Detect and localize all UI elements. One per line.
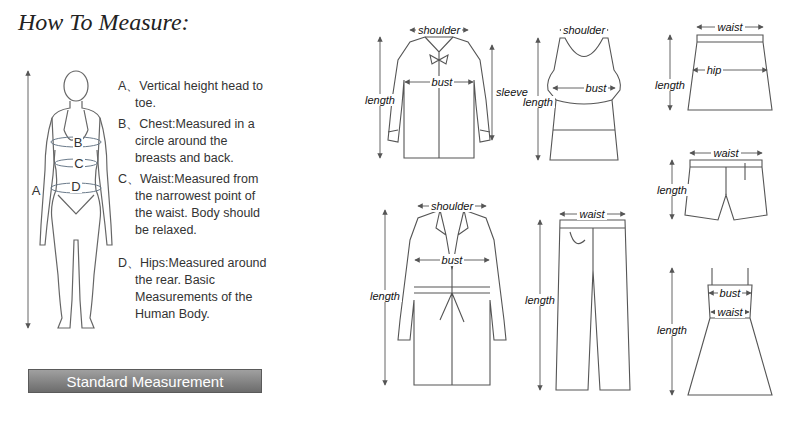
measure-note: A、Vertical height head to toe. xyxy=(118,78,268,112)
tank-drawing xyxy=(538,30,620,160)
page-title: How To Measure: xyxy=(18,8,190,36)
dimension-label: length xyxy=(523,294,557,306)
coat-drawing xyxy=(398,210,506,385)
measure-note: C、Waist:Measured from the narrowest poin… xyxy=(118,171,268,239)
dimension-label: waist xyxy=(711,147,740,159)
body-figure xyxy=(97,118,112,245)
dimension-label: bust xyxy=(584,82,609,94)
dimension-label: shoulder xyxy=(561,24,607,36)
figure-letter: D xyxy=(70,180,81,193)
body-figure xyxy=(58,195,94,214)
dimension-label: shoulder xyxy=(429,200,475,212)
shorts-drawing xyxy=(685,160,767,220)
skirt-drawing xyxy=(688,35,772,110)
shirt-drawing xyxy=(388,37,490,158)
tank-drawing xyxy=(553,100,615,130)
coat-drawing xyxy=(414,210,490,385)
standard-band: Standard Measurement xyxy=(28,369,262,393)
measure-note: B、Chest:Measured in a circle around the … xyxy=(118,116,268,167)
dimension-label: waist xyxy=(577,208,606,220)
figure-letter: A xyxy=(31,184,42,197)
figure-letter: C xyxy=(73,157,84,170)
figure-letter: B xyxy=(73,136,84,149)
dimension-label: hip xyxy=(705,64,724,76)
body-figure xyxy=(52,101,101,328)
pants-drawing xyxy=(556,220,630,390)
shirt-drawing xyxy=(388,37,490,158)
tank-drawing xyxy=(548,38,621,160)
skirt-drawing xyxy=(670,27,772,110)
measure-note: D、Hips:Measured around the rear. Basic M… xyxy=(118,255,268,323)
dimension-label: length xyxy=(363,94,397,106)
dimension-label: length xyxy=(653,79,687,91)
skirt-drawing xyxy=(670,35,671,110)
dimension-label: bust xyxy=(440,254,465,266)
dimension-label: length xyxy=(655,324,689,336)
body-figure xyxy=(40,118,55,245)
dimension-label: length xyxy=(655,184,689,196)
dimension-label: bust xyxy=(430,76,455,88)
coat-drawing xyxy=(385,206,506,385)
dimension-label: bust xyxy=(718,287,743,299)
shirt-drawing xyxy=(492,45,493,140)
dimension-label: length xyxy=(521,96,555,108)
shorts-drawing xyxy=(726,163,745,195)
measure-line xyxy=(28,71,29,328)
measure-line xyxy=(28,71,101,328)
dimension-label: waist xyxy=(715,21,744,33)
dress-drawing xyxy=(688,268,772,395)
body-figure xyxy=(64,71,88,101)
band-text: Standard Measurement xyxy=(67,373,224,390)
dimension-label: length xyxy=(368,290,402,302)
dimension-label: shoulder xyxy=(416,24,462,36)
dimension-label: waist xyxy=(715,306,744,318)
body-figure xyxy=(40,71,112,328)
